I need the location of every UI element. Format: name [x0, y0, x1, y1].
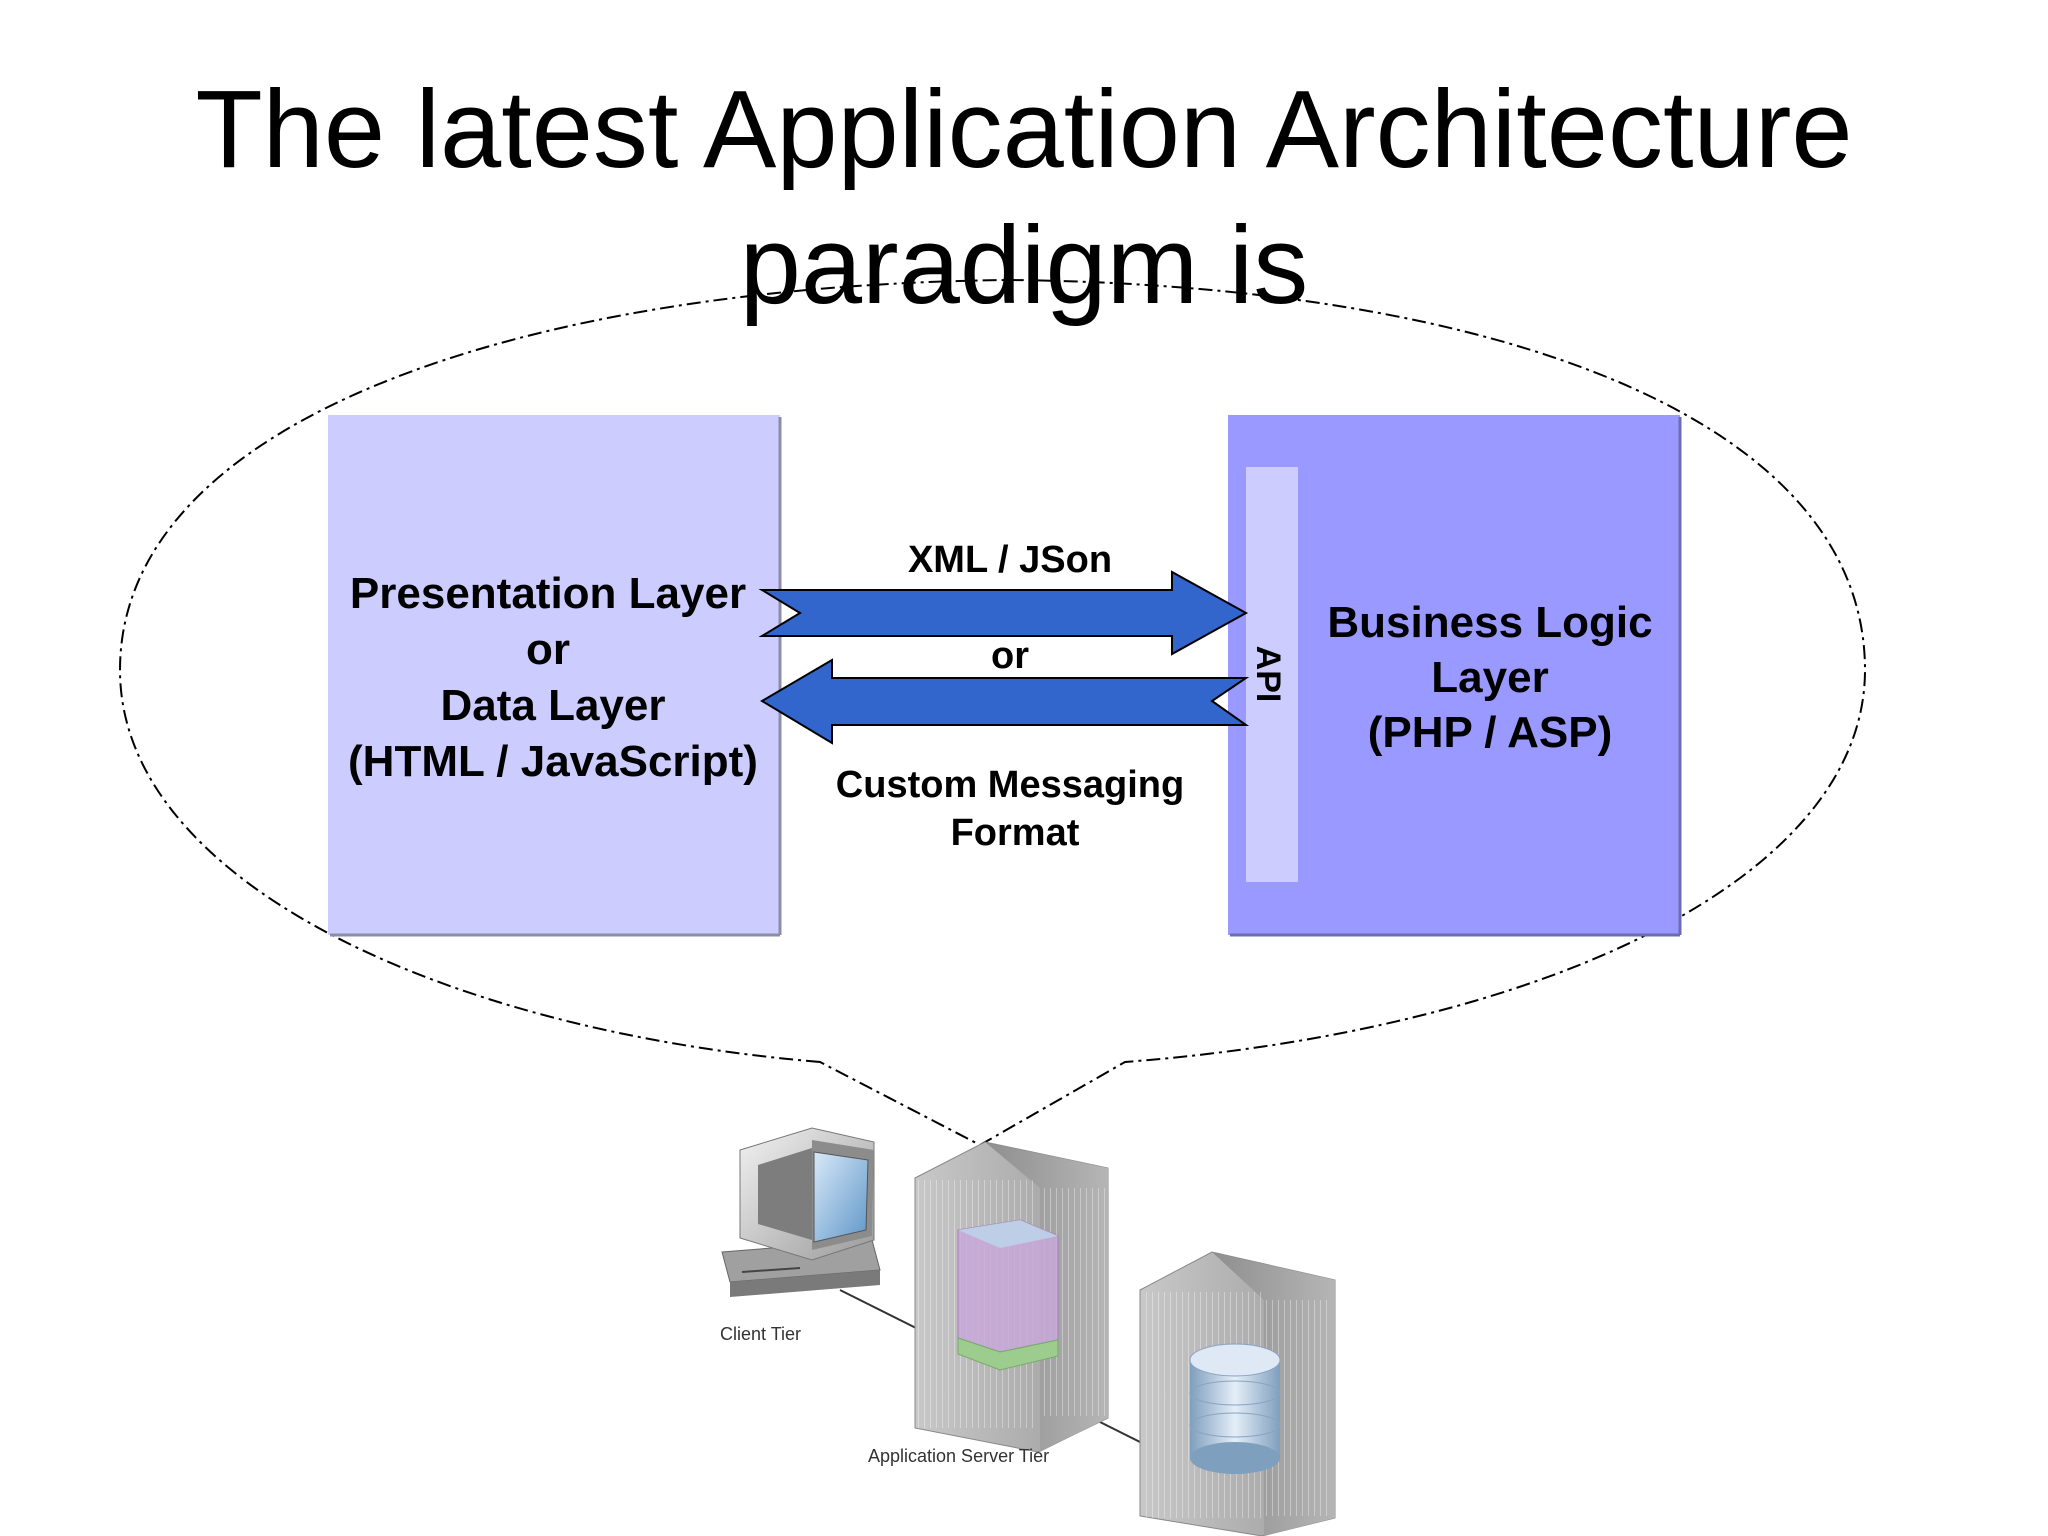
api-label: API — [1249, 646, 1287, 703]
slide-title: The latest Application Architecture para… — [0, 62, 2048, 334]
presentation-label-line-2: or — [526, 625, 570, 674]
business-label-line-1: Business Logic — [1327, 598, 1652, 647]
client-computer-icon — [721, 1127, 881, 1297]
application-server-tier-label: Application Server Tier — [868, 1446, 1049, 1466]
custom-messaging-label-line-1: Custom Messaging — [836, 764, 1184, 806]
presentation-label-line-3: Data Layer — [440, 681, 665, 730]
slide-title-line-1: The latest Application Architecture — [195, 68, 1853, 191]
client-tier-label: Client Tier — [720, 1324, 801, 1344]
api-strip — [1246, 467, 1298, 882]
custom-messaging-label-line-2: Format — [951, 812, 1080, 854]
slide-title-line-2: paradigm is — [739, 204, 1309, 327]
callout-bubble-outline — [118, 278, 1867, 1147]
database-server-icon — [1139, 1251, 1336, 1536]
business-logic-layer-box — [1228, 415, 1682, 937]
request-arrow-right — [758, 570, 1249, 656]
business-label-line-2: Layer — [1431, 653, 1548, 702]
or-label: or — [991, 635, 1029, 677]
xml-json-label: XML / JSon — [908, 539, 1112, 581]
business-label-line-3: (PHP / ASP) — [1368, 708, 1613, 757]
application-server-icon — [914, 1141, 1109, 1453]
presentation-layer-box — [328, 415, 782, 937]
response-arrow-left — [760, 658, 1250, 745]
presentation-label-line-1: Presentation Layer — [350, 569, 746, 618]
presentation-label-line-4: (HTML / JavaScript) — [348, 737, 758, 786]
